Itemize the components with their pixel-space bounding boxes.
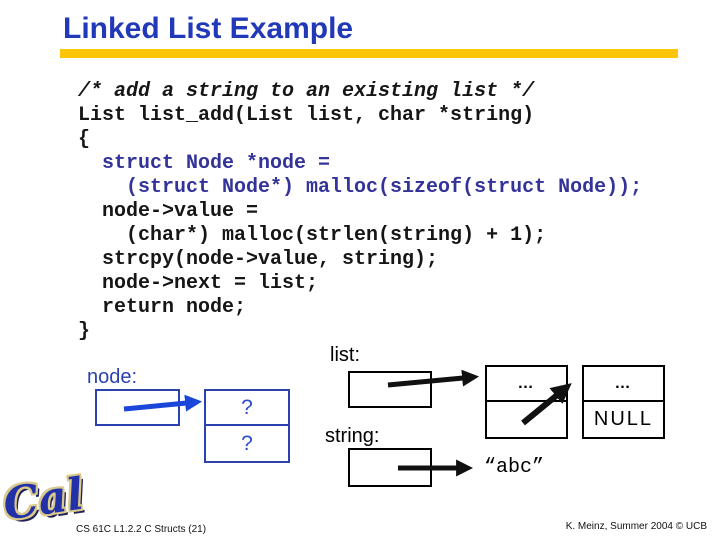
node-label: node: xyxy=(87,366,138,388)
list-label: list: xyxy=(330,344,360,366)
chain-node-2-box: … NULL xyxy=(582,365,665,439)
code-line: node->next = list; xyxy=(78,272,319,295)
chain-node-1-value-cell: … xyxy=(487,367,566,402)
footer-credit-text: K. Meinz, Summer 2004 © UCB xyxy=(565,521,707,532)
node-struct-box: ? ? xyxy=(204,389,290,463)
list-pointer-box xyxy=(348,371,432,408)
chain-node-2-next-cell: NULL xyxy=(584,402,663,437)
node-pointer-box xyxy=(95,389,180,426)
code-line: /* add a string to an existing list */ xyxy=(78,80,535,103)
null-text: NULL xyxy=(593,408,654,430)
code-line: List list_add(List list, char *string) xyxy=(78,104,535,127)
code-line: (struct Node*) malloc(sizeof(struct Node… xyxy=(78,176,643,199)
chain-node-1-box: … xyxy=(485,365,568,439)
title-underline xyxy=(60,49,678,58)
cal-logo: Cal xyxy=(0,468,87,531)
page-title: Linked List Example xyxy=(63,12,354,45)
code-line: { xyxy=(78,128,91,151)
string-pointer-box xyxy=(348,448,432,487)
ellipsis-text: … xyxy=(614,374,633,392)
code-line: struct Node *node = xyxy=(78,152,331,175)
code-line: node->value = xyxy=(78,200,259,223)
node-next-cell: ? xyxy=(206,426,288,461)
string-label: string: xyxy=(325,425,380,447)
chain-node-2-value-cell: … xyxy=(584,367,663,402)
code-block: /* add a string to an existing list */ L… xyxy=(78,80,642,344)
value-unknown: ? xyxy=(241,395,253,419)
code-line: strcpy(node->value, string); xyxy=(78,248,439,271)
ellipsis-text: … xyxy=(517,374,536,392)
code-line: return node; xyxy=(78,296,247,319)
code-line: } xyxy=(78,320,91,343)
next-unknown: ? xyxy=(241,431,253,455)
chain-node-1-next-cell xyxy=(487,402,566,437)
footer-course-text: CS 61C L1.2.2 C Structs (21) xyxy=(76,524,207,535)
string-value-text: “abc” xyxy=(484,456,545,479)
code-line: (char*) malloc(strlen(string) + 1); xyxy=(78,224,547,247)
node-value-cell: ? xyxy=(206,391,288,426)
